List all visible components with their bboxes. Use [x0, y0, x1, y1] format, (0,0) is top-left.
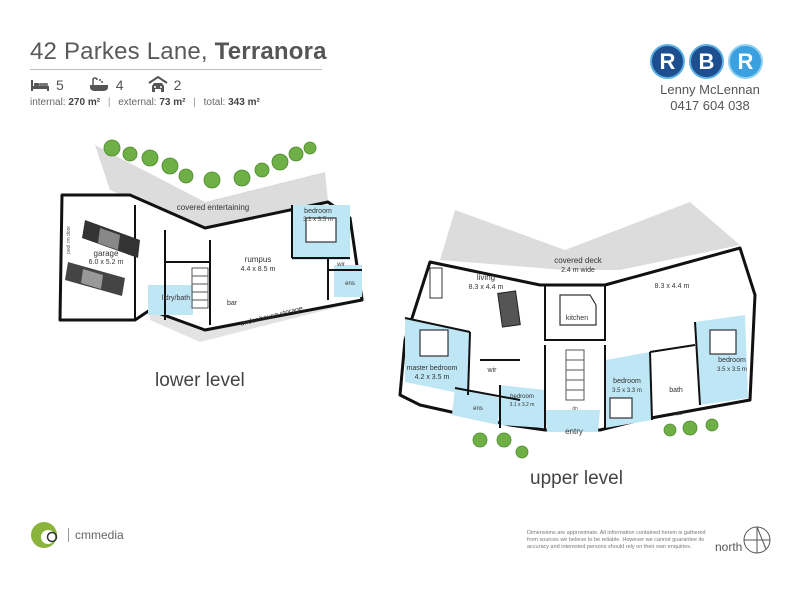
cmmedia-logo-icon — [31, 522, 58, 548]
bed-icon — [31, 80, 49, 91]
address-text: 42 Parkes Lane, — [30, 38, 208, 65]
upper-bedroom-small-dims: 3.1 x 3.2 m — [510, 402, 535, 408]
upper-family-dims: 8.3 x 4.4 m — [655, 283, 690, 290]
lower-level-plan: covered entertaining garage 6.0 x 5.2 m … — [58, 139, 365, 342]
upper-living-label: living — [477, 273, 495, 282]
bath-icon — [89, 77, 108, 91]
upper-interior-walls — [404, 285, 701, 430]
upper-spa-label: spa — [674, 411, 682, 417]
upper-level-title: upper level — [530, 468, 623, 489]
upper-stairs — [565, 349, 585, 401]
total-label: total: — [203, 97, 226, 108]
upper-bedroom-small-label: bedroom — [510, 394, 534, 400]
agency-logo: R B R — [650, 44, 763, 79]
agent-contact: Lenny McLennan 0417 604 038 — [650, 82, 770, 114]
lower-level-title: lower level — [155, 370, 245, 391]
upper-dn-label: dn — [572, 406, 578, 412]
lower-bar-label: bar — [227, 300, 238, 307]
internal-value: 270 m² — [68, 97, 101, 108]
upper-dining-table — [497, 290, 521, 328]
lower-garage-dims: 6.0 x 5.2 m — [89, 259, 124, 266]
external-value: 73 m² — [159, 97, 186, 108]
lower-bedroom-dims: 3.1 x 3.5 m — [303, 217, 333, 223]
bath-stat: 4 — [88, 77, 124, 93]
property-title: 42 Parkes Lane, Terranora — [30, 38, 327, 66]
total-value: 343 m² — [228, 97, 260, 108]
bed-stat: 5 — [30, 77, 64, 93]
lower-garage-label: garage — [94, 249, 119, 258]
lower-stairs — [191, 267, 209, 309]
upper-living-dims: 8.3 x 4.4 m — [469, 284, 504, 291]
upper-bath-label: bath — [669, 387, 683, 394]
upper-trees — [472, 418, 719, 459]
upper-living-sofa — [429, 267, 443, 299]
upper-bedroom-b-dims: 3.5 x 3.5 m — [717, 367, 747, 373]
lower-ens-label: ens — [345, 281, 355, 287]
upper-ens-fill — [452, 388, 500, 425]
garage-car-icon — [148, 76, 168, 92]
lower-wir-label: wir — [336, 262, 345, 268]
lower-pool-label: pool rm door — [66, 226, 72, 254]
lower-covered-entertaining-area — [95, 145, 330, 232]
upper-entry-label: entry — [565, 427, 583, 436]
logo-letter-1: R — [650, 44, 685, 79]
upper-bedroom-a-bed — [609, 397, 633, 419]
upper-bedroom-b-bed — [709, 329, 737, 355]
upper-bedroom-a-dims: 3.5 x 3.3 m — [612, 388, 642, 394]
car-stat: 2 — [148, 76, 182, 94]
upper-kitchen-bench — [559, 294, 597, 326]
bed-count: 5 — [56, 77, 64, 93]
lower-rumpus-label: rumpus — [245, 255, 272, 264]
upper-entry-fill — [545, 410, 600, 432]
upper-master-bed — [419, 329, 449, 357]
logo-letter-2: B — [689, 44, 724, 79]
property-stats: 5 4 2 — [30, 75, 205, 95]
area-summary: internal: 270 m² | external: 73 m² | tot… — [30, 97, 260, 108]
lower-trees — [103, 139, 317, 189]
lower-laundry-label: l'dry/bath — [162, 295, 190, 302]
upper-wir-label: wir — [487, 367, 498, 374]
upper-ens-label: ens — [473, 406, 483, 412]
suburb-text: Terranora — [214, 38, 327, 65]
lower-laundry-fill — [148, 285, 193, 315]
internal-label: internal: — [30, 97, 66, 108]
upper-bedroom-a-label: bedroom — [613, 378, 641, 385]
cmmedia-brand: cmmedia — [62, 528, 124, 542]
lower-garage-cars — [65, 220, 140, 296]
title-divider — [30, 69, 322, 70]
external-label: external: — [118, 97, 157, 108]
lower-covered-entertaining-label: covered entertaining — [177, 203, 250, 212]
logo-letter-3: R — [728, 44, 763, 79]
upper-level-plan: covered deck 2.4 m wide living 8.3 x 4.4… — [398, 202, 757, 459]
upper-covered-deck-dims: 2.4 m wide — [561, 267, 595, 274]
agent-phone: 0417 604 038 — [670, 98, 750, 113]
cmmedia-text: cmmedia — [68, 528, 124, 542]
upper-covered-deck-label: covered deck — [554, 256, 603, 265]
bath-count: 4 — [115, 77, 124, 93]
upper-kitchen-label: kitchen — [566, 315, 588, 322]
north-arrow-icon — [743, 526, 771, 554]
disclaimer-text: Dimensions are approximate. All informat… — [527, 530, 706, 550]
lower-bed-furniture — [305, 217, 337, 243]
agent-name: Lenny McLennan — [660, 82, 760, 97]
upper-covered-deck-area — [440, 202, 740, 270]
upper-master-dims: 4.2 x 3.5 m — [415, 374, 450, 381]
car-bottom-window — [81, 269, 103, 289]
car-top-window — [98, 228, 120, 250]
car-count: 2 — [173, 77, 182, 93]
lower-bedroom-label: bedroom — [304, 208, 332, 215]
lower-rumpus-dims: 4.4 x 8.5 m — [241, 266, 276, 273]
upper-bedroom-small-fill — [500, 385, 545, 428]
lower-interior-walls — [134, 205, 362, 325]
north-label: north — [715, 540, 743, 554]
upper-master-label: master bedroom — [407, 365, 458, 372]
upper-bedroom-b-label: bedroom — [718, 357, 746, 364]
